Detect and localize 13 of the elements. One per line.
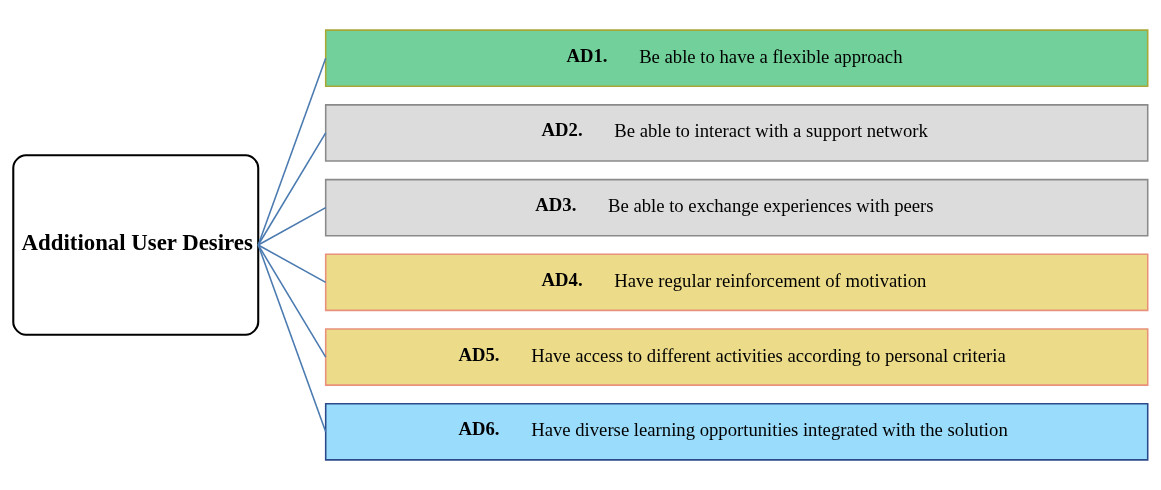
- node-box: AD1. Be able to have a flexible approach: [324, 29, 1149, 87]
- connector: [257, 244, 327, 358]
- connector: [257, 244, 327, 284]
- connector: [257, 57, 327, 246]
- node-box: AD3. Be able to exchange experiences with peers: [324, 178, 1149, 237]
- node-box: AD2. Be able to interact with a support network: [324, 104, 1149, 162]
- node-box: AD6. Have diverse learning opportunities integrated with the solution: [324, 403, 1149, 461]
- node-box: AD5. Have access to different activities according to personal criteria: [324, 328, 1149, 386]
- node-box: Additional User Desires: [12, 154, 260, 336]
- node-box: AD4. Have regular reinforcement of motivation: [324, 253, 1149, 312]
- connector: [257, 244, 327, 433]
- connector: [257, 206, 327, 246]
- connector: [257, 132, 327, 246]
